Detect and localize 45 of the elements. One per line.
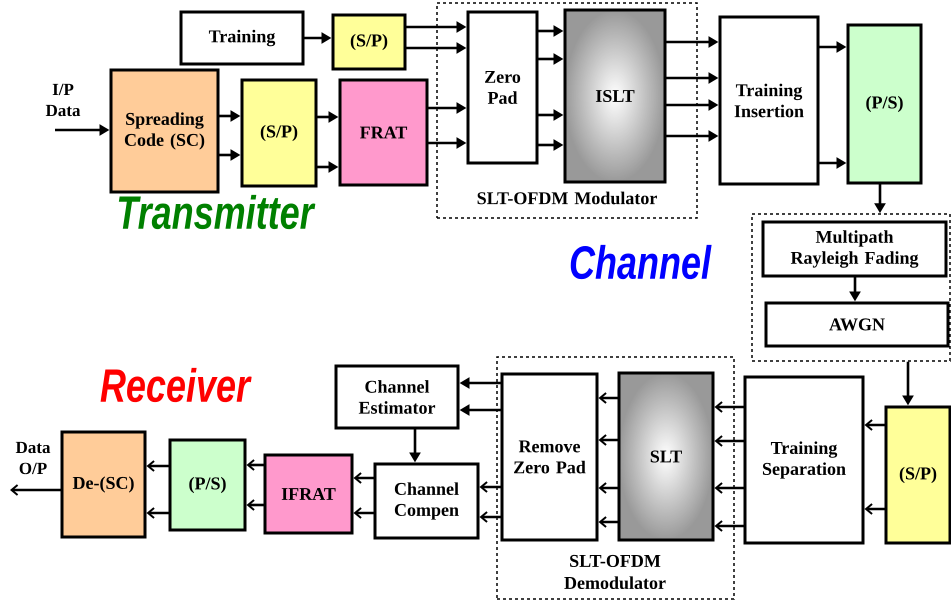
arrow	[246, 499, 264, 511]
process-box: Remove Zero Pad	[500, 372, 598, 542]
process-box: Channel Compen	[374, 462, 480, 540]
process-box: ISLT	[564, 8, 666, 184]
arrow	[480, 511, 500, 523]
arrow	[146, 460, 168, 472]
process-box: Channel Estimator	[334, 364, 460, 430]
arrow	[598, 482, 618, 494]
process-box: (S/P)	[240, 78, 318, 188]
arrow	[598, 434, 618, 446]
arrow	[10, 484, 60, 496]
section-title: Receiver	[100, 368, 252, 402]
arrow	[864, 503, 884, 515]
process-box: Training Separation	[744, 376, 864, 544]
process-box: Spreading Code (SC)	[110, 68, 220, 194]
io-label: I/P Data	[46, 84, 80, 116]
dashed-group	[751, 213, 951, 362]
arrow	[354, 472, 374, 484]
arrow	[714, 520, 744, 532]
process-box: AWGN	[764, 302, 950, 348]
arrow	[146, 507, 168, 519]
process-box: De-(SC)	[60, 430, 146, 538]
process-box: IFRAT	[264, 454, 354, 534]
process-box: Training Insertion	[718, 16, 820, 186]
arrow	[714, 401, 744, 413]
process-box: (S/P)	[884, 406, 951, 544]
arrow	[480, 481, 500, 493]
io-label: Data O/P	[16, 442, 50, 474]
arrow	[714, 435, 744, 447]
process-box: (P/S)	[846, 24, 922, 184]
process-box: Training	[180, 10, 304, 66]
arrow	[354, 507, 374, 519]
process-box: Zero Pad	[466, 10, 538, 164]
section-title: Transmitter	[118, 194, 316, 230]
process-box: FRAT	[338, 78, 428, 186]
process-box: (S/P)	[332, 14, 406, 70]
arrow	[598, 392, 618, 404]
arrow	[598, 516, 618, 528]
arrow	[864, 419, 884, 431]
process-box: Multipath Rayleigh Fading	[762, 220, 948, 278]
arrow	[714, 482, 744, 494]
section-title: Channel	[570, 244, 712, 280]
process-box: SLT	[618, 372, 714, 542]
process-box: (P/S)	[168, 438, 246, 532]
arrow	[246, 459, 264, 471]
